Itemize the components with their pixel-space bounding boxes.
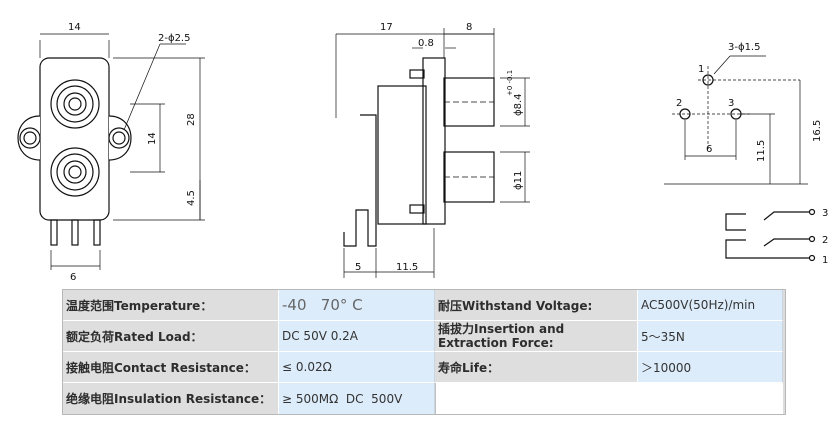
side-flange-dim: 0.8 (418, 38, 434, 49)
life-label: 寿命Life： (435, 352, 637, 383)
pcb-pitch-dim: 6 (706, 144, 712, 155)
connector-drawing: 14 2-ϕ2.5 28 14 4.5 6 17 8 0.8 ϕ8.4 +0 -… (17, 22, 828, 283)
life-value: ＞10000 (637, 352, 783, 383)
temperature-label: 温度范围Temperature： (63, 290, 278, 321)
insertion-force-label: 插拔力Insertion and Extraction Force: (435, 321, 637, 352)
pcb-pin-3: 3 (728, 98, 734, 109)
pcb-pin-2: 2 (676, 98, 682, 109)
side-dia-top-dim: ϕ8.4 (513, 94, 524, 117)
side-view (335, 28, 530, 278)
switch-schematic (725, 208, 816, 262)
pcb-mid-dim: 11.5 (756, 140, 767, 162)
front-holes-dim: 2-ϕ2.5 (158, 33, 190, 44)
schematic-pin-1: 1 (822, 255, 828, 266)
insertion-force-value: 5～35N (637, 321, 783, 352)
contact-resistance-value: ≤ 0.02Ω (278, 352, 435, 383)
insulation-resistance-value: ≥ 500MΩ DC 500V (278, 383, 435, 414)
front-view (17, 33, 205, 270)
empty-cell (435, 383, 783, 414)
front-pins-dim: 6 (70, 272, 76, 283)
side-length-dim: 17 (380, 22, 393, 33)
schematic-pin-3: 3 (822, 208, 828, 219)
front-bottom-dim: 4.5 (186, 190, 197, 206)
front-spacing-dim: 14 (147, 132, 158, 145)
side-foot-dim: 5 (355, 262, 361, 273)
withstand-voltage-value: AC500V(50Hz)/min (637, 290, 783, 321)
side-base-dim: 11.5 (396, 262, 418, 273)
pcb-pin-1: 1 (698, 64, 704, 75)
withstand-voltage-label: 耐压Withstand Voltage: (435, 290, 637, 321)
side-dia-bottom-dim: ϕ11 (513, 171, 524, 190)
side-body-dim: 8 (466, 22, 472, 33)
front-height-dim: 28 (186, 113, 197, 126)
front-width-dim: 14 (68, 22, 81, 33)
contact-resistance-label: 接触电阻Contact Resistance： (63, 352, 278, 383)
schematic-pin-2: 2 (822, 235, 828, 246)
rated-load-label: 额定负荷Rated Load： (63, 321, 278, 352)
pcb-layout (664, 55, 808, 185)
pcb-total-dim: 16.5 (812, 120, 823, 142)
spec-table: 温度范围Temperature： -40 70° C 额定负荷Rated Loa… (62, 289, 786, 415)
insulation-resistance-label: 绝缘电阻Insulation Resistance： (63, 383, 278, 414)
side-dia-top-tol: +0 -0.1 (506, 70, 514, 96)
rated-load-value: DC 50V 0.2A (278, 321, 435, 352)
temperature-value: -40 70° C (278, 290, 435, 321)
pcb-holes-dim: 3-ϕ1.5 (728, 42, 760, 53)
